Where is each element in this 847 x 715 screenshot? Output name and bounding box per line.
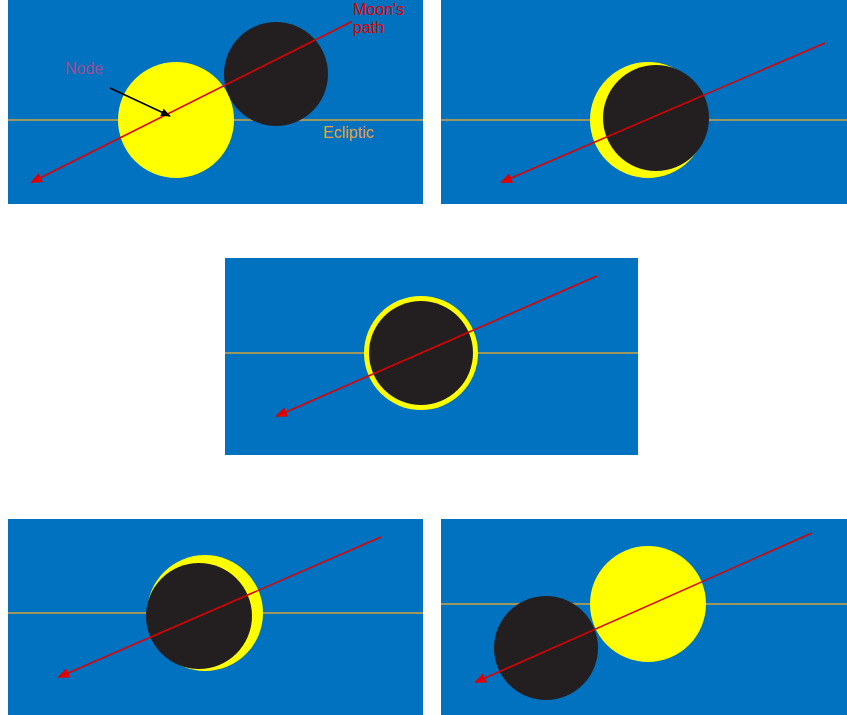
eclipse-panel xyxy=(225,258,638,455)
eclipse-panel xyxy=(8,0,423,204)
node-label: Node xyxy=(64,60,104,78)
eclipse-panel xyxy=(8,519,423,715)
eclipse-panel xyxy=(441,519,847,715)
eclipse-panel xyxy=(441,0,847,204)
ecliptic-label: Ecliptic xyxy=(322,124,375,142)
path-label: Moon's path xyxy=(352,1,416,37)
